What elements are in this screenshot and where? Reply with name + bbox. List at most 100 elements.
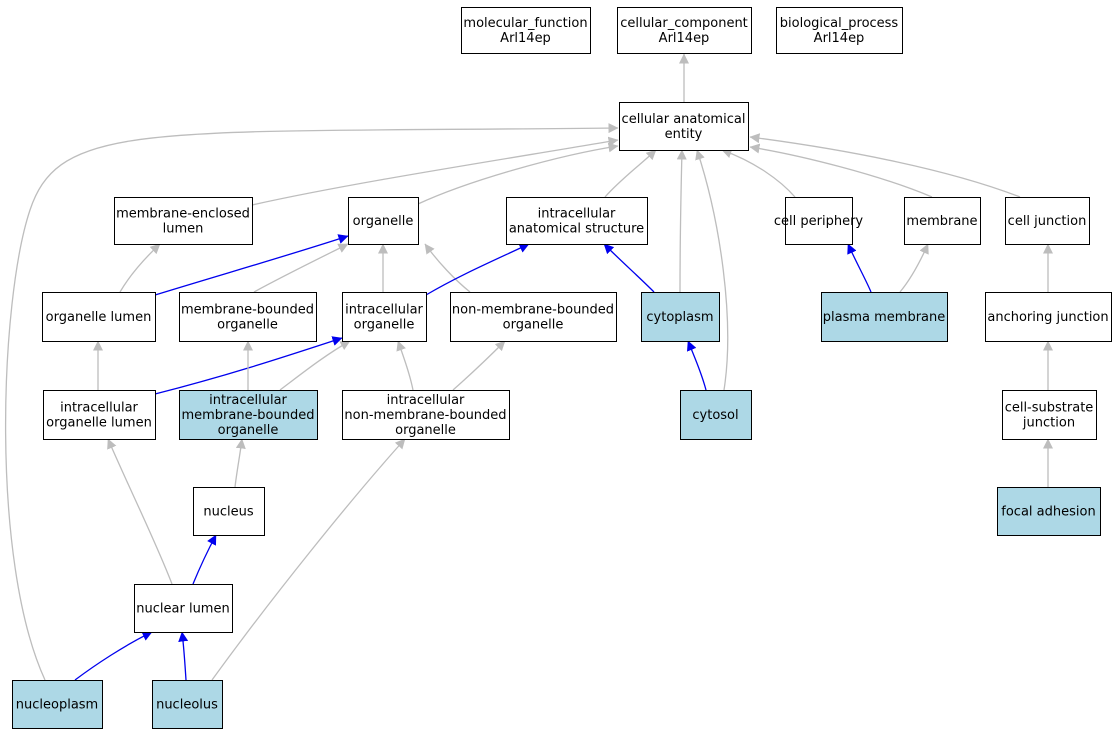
node-label-line: nuclear lumen — [136, 602, 229, 617]
node-label-line: membrane — [906, 214, 977, 229]
node-box — [985, 292, 1112, 342]
node-anchoring-junction[interactable]: anchoring junction — [985, 292, 1112, 342]
node-label-line: organelle — [354, 318, 415, 333]
node-label-line: nucleus — [203, 505, 253, 520]
edge-membrane-enclosed-lumen-to-cellular-anatomical-entity — [251, 136, 619, 206]
node-cell-junction[interactable]: cell junction — [1005, 197, 1090, 245]
node-box — [42, 292, 156, 342]
node-box — [348, 197, 419, 245]
node-focal-adhesion[interactable]: focal adhesion — [997, 487, 1101, 536]
node-label-line: intracellular — [387, 393, 465, 408]
node-box — [342, 292, 427, 342]
node-label-line: organelle — [395, 423, 456, 438]
node-nuclear-lumen[interactable]: nuclear lumen — [134, 584, 233, 633]
edge-nucleus-to-intracellular-membrane-bounded-organelle — [234, 438, 246, 488]
edge-cell-periphery-to-cellular-anatomical-entity — [721, 148, 796, 198]
node-box — [506, 197, 648, 245]
node-label-line: Arl14ep — [659, 31, 710, 46]
node-label-line: focal adhesion — [1001, 505, 1095, 520]
edge-nuclear-lumen-to-intracellular-organelle-lumen — [107, 438, 173, 585]
node-intracellular-non-membrane-bounded-organelle[interactable]: intracellularnon-membrane-boundedorganel… — [342, 390, 510, 440]
node-label-line: cellular_component — [620, 16, 748, 31]
node-label-line: organelle — [217, 318, 278, 333]
edges-layer — [4, 53, 1053, 681]
node-cytoplasm[interactable]: cytoplasm — [641, 292, 720, 342]
node-box — [179, 292, 317, 342]
node-membrane[interactable]: membrane — [904, 197, 981, 245]
node-label-line: intracellular — [538, 207, 616, 222]
edge-cytosol-to-cellular-anatomical-entity — [695, 149, 729, 391]
edge-intracellular-membrane-bounded-organelle-to-intracellular-organelle — [279, 340, 351, 391]
edge-membrane-to-cellular-anatomical-entity — [749, 143, 933, 198]
node-cytosol[interactable]: cytosol — [680, 390, 752, 440]
node-label-line: plasma membrane — [823, 310, 946, 325]
node-box — [450, 292, 617, 342]
node-label-line: cell junction — [1008, 214, 1087, 229]
node-label-line: organelle — [503, 318, 564, 333]
node-label-line: molecular_function — [463, 16, 587, 31]
node-label-line: nucleolus — [156, 698, 218, 713]
node-box — [461, 7, 591, 54]
node-box — [342, 390, 510, 440]
node-label-line: junction — [1022, 416, 1075, 431]
node-label-line: membrane-bounded — [181, 303, 314, 318]
node-box — [821, 292, 948, 342]
node-label-line: anatomical structure — [509, 222, 644, 237]
node-label-line: non-membrane-bounded — [344, 408, 506, 423]
node-box — [617, 7, 752, 54]
node-box — [904, 197, 981, 245]
node-box — [785, 197, 853, 245]
node-box — [1005, 197, 1090, 245]
node-label-line: organelle lumen — [46, 310, 152, 325]
node-label-line: cell periphery — [774, 214, 864, 229]
node-box — [193, 487, 265, 536]
node-nucleus[interactable]: nucleus — [193, 487, 265, 536]
node-box — [114, 197, 253, 245]
edge-organelle-to-cellular-anatomical-entity — [417, 142, 619, 205]
node-label-line: Arl14ep — [500, 31, 551, 46]
node-box — [641, 292, 720, 342]
node-box — [12, 680, 103, 729]
node-organelle-lumen[interactable]: organelle lumen — [42, 292, 156, 342]
node-box — [680, 390, 752, 440]
edge-intracellular-anatomical-structure-to-cellular-anatomical-entity — [604, 149, 657, 198]
edge-intracellular-organelle-to-intracellular-anatomical-structure — [425, 243, 530, 296]
node-plasma-membrane[interactable]: plasma membrane — [821, 292, 948, 342]
node-label-line: cellular anatomical — [622, 112, 746, 127]
edge-nuclear-lumen-to-nucleus — [192, 534, 217, 585]
edge-nucleoplasm-to-nuclear-lumen — [74, 631, 153, 681]
node-label-line: non-membrane-bounded — [452, 303, 614, 318]
edge-non-membrane-bounded-organelle-to-organelle — [424, 243, 471, 293]
node-box — [776, 7, 903, 54]
edge-organelle-lumen-to-membrane-enclosed-lumen — [119, 243, 161, 293]
node-box — [134, 584, 233, 633]
node-cell-periphery[interactable]: cell periphery — [774, 197, 864, 245]
node-label-line: entity — [665, 127, 703, 142]
node-nucleoplasm[interactable]: nucleoplasm — [12, 680, 103, 729]
node-label-line: organelle — [353, 214, 414, 229]
node-label-line: intracellular — [345, 303, 423, 318]
edge-intracellular-organelle-lumen-to-intracellular-organelle — [154, 336, 343, 395]
edge-cell-junction-to-cellular-anatomical-entity — [749, 133, 1021, 198]
node-label-line: Arl14ep — [814, 31, 865, 46]
node-label-line: cytosol — [692, 408, 738, 423]
edge-membrane-bounded-organelle-to-organelle — [253, 243, 349, 293]
nodes-layer: molecular_functionArl14epcellular_compon… — [12, 7, 1112, 729]
node-box — [43, 390, 156, 440]
node-box — [619, 102, 749, 151]
node-nucleolus[interactable]: nucleolus — [152, 680, 223, 729]
node-organelle[interactable]: organelle — [348, 197, 419, 245]
node-label-line: organelle lumen — [46, 416, 152, 431]
